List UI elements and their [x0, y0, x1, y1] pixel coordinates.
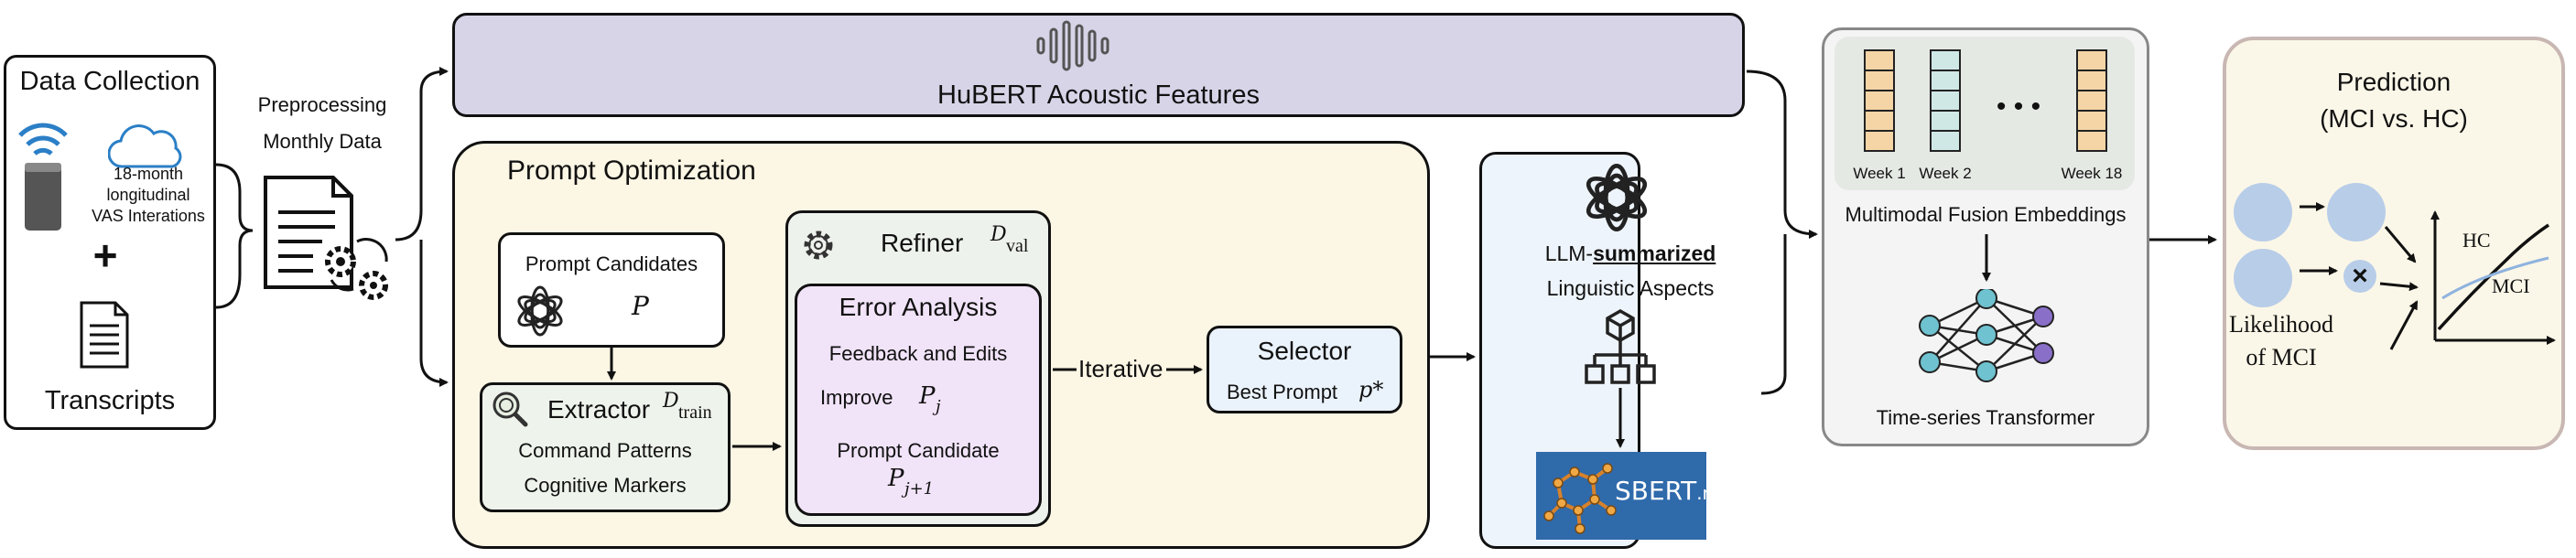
- iterative-label: Iterative: [1078, 355, 1164, 382]
- plus-sign: +: [92, 231, 118, 279]
- week-18-label: Week 18: [2061, 165, 2123, 182]
- error-analysis-feedback: Feedback and Edits: [828, 342, 1008, 365]
- error-analysis-improve: Improve: [820, 386, 893, 409]
- refiner-dataset-subscript: val: [1006, 236, 1029, 256]
- week-2-label: Week 2: [1919, 165, 1972, 182]
- hubert-panel: [452, 13, 1745, 117]
- week-1-label: Week 1: [1853, 165, 1906, 182]
- cloud-icon: [107, 121, 185, 170]
- molecule-icon: [1540, 456, 1622, 538]
- error-analysis-box: [795, 284, 1042, 516]
- preprocessing-line-1: Preprocessing: [257, 93, 387, 116]
- time-series-transformer-label: Time-series Transformer: [1876, 406, 2095, 429]
- likelihood-line-1: Likelihood: [2228, 311, 2334, 338]
- extractor-box: [480, 382, 731, 512]
- openai-logo-icon: [513, 284, 568, 338]
- refiner-gear-icon: [800, 227, 837, 263]
- embedding-cell: [1930, 90, 1961, 112]
- embedding-cell: [2076, 130, 2107, 152]
- prediction-graphic: [2234, 183, 2556, 350]
- cloud-caption-3: VAS Interations: [92, 207, 205, 225]
- hierarchy-icon: [1584, 308, 1657, 386]
- error-analysis-pj1-subscript: j+1: [904, 479, 935, 499]
- cloud-caption-2: longitudinal: [106, 186, 190, 204]
- error-analysis-candidate: Prompt Candidate: [837, 439, 1000, 462]
- week-18-embedding: [2076, 49, 2107, 159]
- sbert-logo: [1536, 452, 1706, 540]
- preprocessing-brace: [395, 67, 449, 241]
- hc-curve-label: HC: [2462, 229, 2491, 252]
- error-analysis-pj: P: [919, 382, 936, 410]
- selector-box: [1207, 326, 1402, 413]
- error-analysis-pj1: P: [888, 465, 904, 492]
- likelihood-line-2: of MCI: [2246, 344, 2317, 370]
- embedding-cell: [1864, 130, 1895, 152]
- sbert-logo-text: SBERT.net: [1615, 476, 1732, 506]
- fusion-title: Multimodal Fusion Embeddings: [1845, 203, 2127, 226]
- document-gears-icon: [258, 174, 395, 302]
- error-analysis-pj-subscript: j: [936, 397, 941, 416]
- sbert-name: SBERT: [1615, 476, 1697, 506]
- transcripts-label: Transcripts: [44, 386, 176, 415]
- magnifier-icon: [491, 390, 529, 428]
- selector-title: Selector: [1257, 337, 1352, 365]
- llm-summarized-line: LLM-summarized: [1479, 241, 1781, 266]
- linguistic-aspects-label: Linguistic Aspects: [1546, 276, 1715, 300]
- refiner-title: Refiner: [881, 229, 964, 257]
- llm-prefix: LLM-: [1544, 241, 1594, 265]
- embedding-cell: [2076, 49, 2107, 71]
- data-collection-brace: [215, 163, 254, 309]
- llm-emphasis: summarized: [1593, 241, 1716, 265]
- mci-curve-label: MCI: [2492, 274, 2530, 297]
- neural-network-icon: [1913, 287, 2060, 399]
- extractor-dataset-subscript: train: [678, 402, 712, 423]
- prediction-title: Prediction: [2336, 68, 2452, 96]
- prompt-optimization-title: Prompt Optimization: [507, 156, 756, 186]
- llm-to-fusion-brace: [1760, 234, 1787, 395]
- preprocessing-brace-lower: [419, 240, 449, 387]
- embedding-cell: [1864, 110, 1895, 132]
- embedding-cell: [2076, 110, 2107, 132]
- weeks-ellipsis: • • •: [1996, 91, 2041, 122]
- hubert-to-fusion-brace: [1746, 70, 1818, 239]
- extractor-line-1: Command Patterns: [518, 439, 692, 462]
- embedding-cell: [1930, 130, 1961, 152]
- selector-pstar: p*: [1358, 377, 1384, 402]
- embedding-cell: [1930, 70, 1961, 91]
- audio-waveform-icon: [1034, 18, 1113, 73]
- embedding-cell: [1930, 49, 1961, 71]
- extractor-dataset-symbol: D: [663, 390, 679, 413]
- refiner-dataset-symbol: D: [990, 223, 1007, 246]
- selector-best-prompt: Best Prompt: [1227, 381, 1338, 403]
- error-analysis-title: Error Analysis: [839, 293, 998, 321]
- prediction-panel: [2223, 37, 2565, 450]
- prompt-symbol-p: P: [632, 291, 649, 321]
- prediction-subtitle: (MCI vs. HC): [2320, 104, 2468, 133]
- data-collection-title: Data Collection: [19, 67, 200, 96]
- preprocessing-line-2: Monthly Data: [263, 130, 382, 153]
- sbert-suffix: .net: [1696, 482, 1733, 504]
- extractor-title: Extractor: [547, 395, 651, 424]
- week-2-embedding: [1930, 49, 1961, 159]
- transcript-document-icon: [79, 300, 130, 370]
- prompt-candidates-title: Prompt Candidates: [525, 252, 698, 275]
- openai-logo-icon: [1580, 161, 1653, 234]
- hubert-title: HuBERT Acoustic Features: [937, 80, 1260, 110]
- smart-speaker-icon: [11, 108, 75, 232]
- cloud-caption-1: 18-month: [113, 165, 184, 183]
- week-1-embedding: [1864, 49, 1895, 159]
- extractor-line-2: Cognitive Markers: [524, 474, 687, 497]
- times-symbol: ×: [2352, 261, 2368, 291]
